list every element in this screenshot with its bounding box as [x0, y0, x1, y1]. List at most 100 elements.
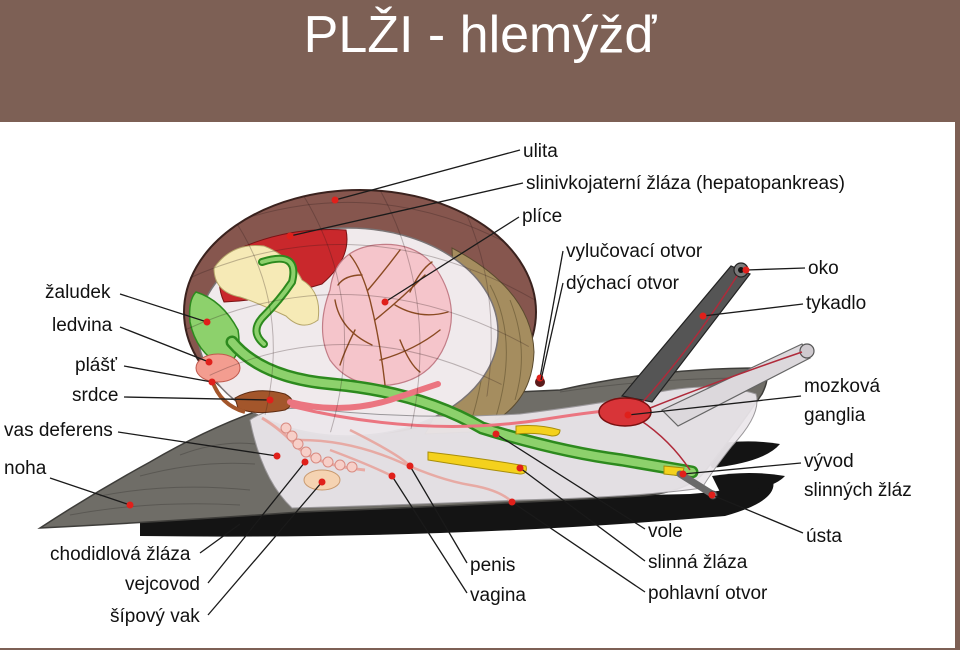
slide-title: PLŽI - hlemýžď: [303, 6, 657, 64]
pointer-dot-vas-deferens: [273, 452, 281, 460]
nerves: [639, 275, 803, 471]
leader-line-stomach: [119, 293, 208, 323]
label-group-salivary-duct: vývod slinných žláz: [679, 451, 912, 501]
pointer-dot-hepatopancreas: [286, 232, 294, 240]
leader-line-salivary-duct: [682, 462, 802, 475]
leader-line-hepatopancreas: [289, 182, 524, 237]
lower-tentacle: [660, 343, 811, 427]
salivary-gland-upper: [515, 425, 561, 437]
label-group-shell: ulita: [331, 141, 558, 204]
label-group-kidney: ledvina: [52, 315, 213, 366]
leader-line-crop: [495, 433, 646, 530]
eye-pupil: [738, 267, 744, 273]
snail-anatomy-diagram: ulita slinivkojaterní žláza (hepatopankr…: [4, 141, 912, 627]
label-group-foot: noha: [4, 458, 134, 509]
pointer-dot-mantle: [208, 378, 216, 386]
leader-line-shell: [334, 149, 521, 201]
pointer-dot-shell: [331, 196, 339, 204]
label-pedal-gland: chodidlová žláza: [50, 544, 191, 565]
pointer-dot-foot: [126, 501, 134, 509]
label-penis: penis: [470, 555, 515, 576]
label-group-dart-sac: šípový vak: [110, 478, 326, 627]
label-oviduct: vejcovod: [125, 574, 200, 595]
leader-line-tentacle: [702, 303, 804, 317]
label-group-vagina: vagina: [388, 472, 526, 606]
lower-tentacle-tip: [799, 343, 815, 359]
label-group-hepatopancreas: slinivkojaterní žláza (hepatopankreas): [286, 173, 845, 240]
pointer-dot-vagina: [388, 472, 396, 480]
leader-line-breathing-pore: [540, 282, 564, 381]
oral-tentacle: [676, 470, 716, 498]
label-stomach: žaludek: [45, 282, 111, 303]
leader-line-pedal-gland: [199, 523, 241, 554]
label-group-eye: oko: [742, 258, 839, 279]
pointer-dot-mouth: [708, 491, 716, 499]
label-vas-deferens: vas deferens: [4, 420, 113, 441]
anterior-artery: [289, 404, 616, 428]
leader-line-mantle: [123, 365, 213, 383]
kidney: [195, 353, 241, 383]
label-mouth: ústa: [806, 526, 842, 547]
label-genital-pore: pohlavní otvor: [648, 583, 768, 604]
heart: [234, 390, 293, 414]
label-foot: noha: [4, 458, 47, 479]
label-crop: vole: [648, 521, 683, 542]
label-group-penis: penis: [406, 462, 515, 576]
leader-line-genital-pore: [511, 501, 646, 593]
label-group-oviduct: vejcovod: [125, 458, 309, 595]
leader-line-penis: [409, 465, 468, 564]
intestine: [225, 335, 699, 479]
leader-line-kidney: [119, 326, 210, 363]
label-dart-sac: šípový vak: [110, 606, 200, 627]
leader-line-heart: [123, 396, 271, 401]
pointer-dot-crop: [492, 430, 500, 438]
pointer-dot-dart-sac: [318, 478, 326, 486]
cerebral-ganglia: [598, 397, 652, 427]
label-excretory-pore: vylučovací otvor: [566, 241, 703, 262]
pointer-dot-heart: [266, 396, 274, 404]
label-group-pedal-gland: chodidlová žláza: [50, 523, 241, 565]
pointer-dot-cerebral-ganglia: [624, 411, 632, 419]
albumen-gland: [213, 244, 320, 326]
pointer-dot-lung: [381, 298, 389, 306]
label-eye: oko: [808, 258, 839, 279]
label-group-heart: srdce: [72, 385, 274, 406]
leader-line-excretory-pore: [539, 250, 564, 379]
label-group-breathing-pore: dýchací otvor: [540, 273, 680, 381]
label-group-tentacle: tykadlo: [699, 293, 866, 320]
mouth-shadow-lower: [712, 473, 785, 492]
label-group-mantle: plášť: [75, 355, 216, 386]
label-group-excretory-pore: vylučovací otvor: [536, 241, 703, 382]
label-salivary-duct-line-2: slinných žláz: [804, 480, 912, 501]
leader-line-cerebral-ganglia: [627, 395, 802, 416]
pointer-dot-penis: [406, 462, 414, 470]
label-hepatopancreas: slinivkojaterní žláza (hepatopankreas): [526, 173, 845, 194]
label-tentacle: tykadlo: [806, 293, 866, 314]
leader-line-foot: [49, 477, 131, 506]
aorta: [287, 381, 441, 412]
label-mantle: plášť: [75, 355, 118, 376]
label-salivary-duct-line-1: vývod: [804, 451, 854, 472]
label-group-crop: vole: [492, 430, 683, 542]
pointer-dot-eye: [742, 266, 750, 274]
label-kidney: ledvina: [52, 315, 113, 336]
label-shell: ulita: [523, 141, 558, 162]
label-group-mouth: ústa: [708, 491, 842, 547]
diagram-panel: ulita slinivkojaterní žláza (hepatopankr…: [0, 122, 955, 648]
slide-header: PLŽI - hlemýžď: [0, 0, 960, 122]
upper-tentacle: [620, 265, 751, 403]
label-salivary-gland: slinná žláza: [648, 552, 748, 573]
pointer-dot-genital-pore: [508, 498, 516, 506]
label-group-lung: plíce: [381, 206, 562, 306]
pointer-dot-salivary-duct: [679, 470, 687, 478]
leader-line-lung: [384, 216, 520, 303]
ground-shadow: [140, 478, 774, 537]
pointer-dot-kidney: [205, 358, 213, 366]
label-lung: plíce: [522, 206, 562, 227]
label-vagina: vagina: [470, 585, 526, 606]
label-breathing-pore: dýchací otvor: [566, 273, 680, 294]
leader-line-oviduct: [207, 461, 306, 584]
leader-line-dart-sac: [207, 481, 323, 616]
label-group-genital-pore: pohlavní otvor: [508, 498, 768, 604]
upper-intestine: [252, 254, 298, 348]
